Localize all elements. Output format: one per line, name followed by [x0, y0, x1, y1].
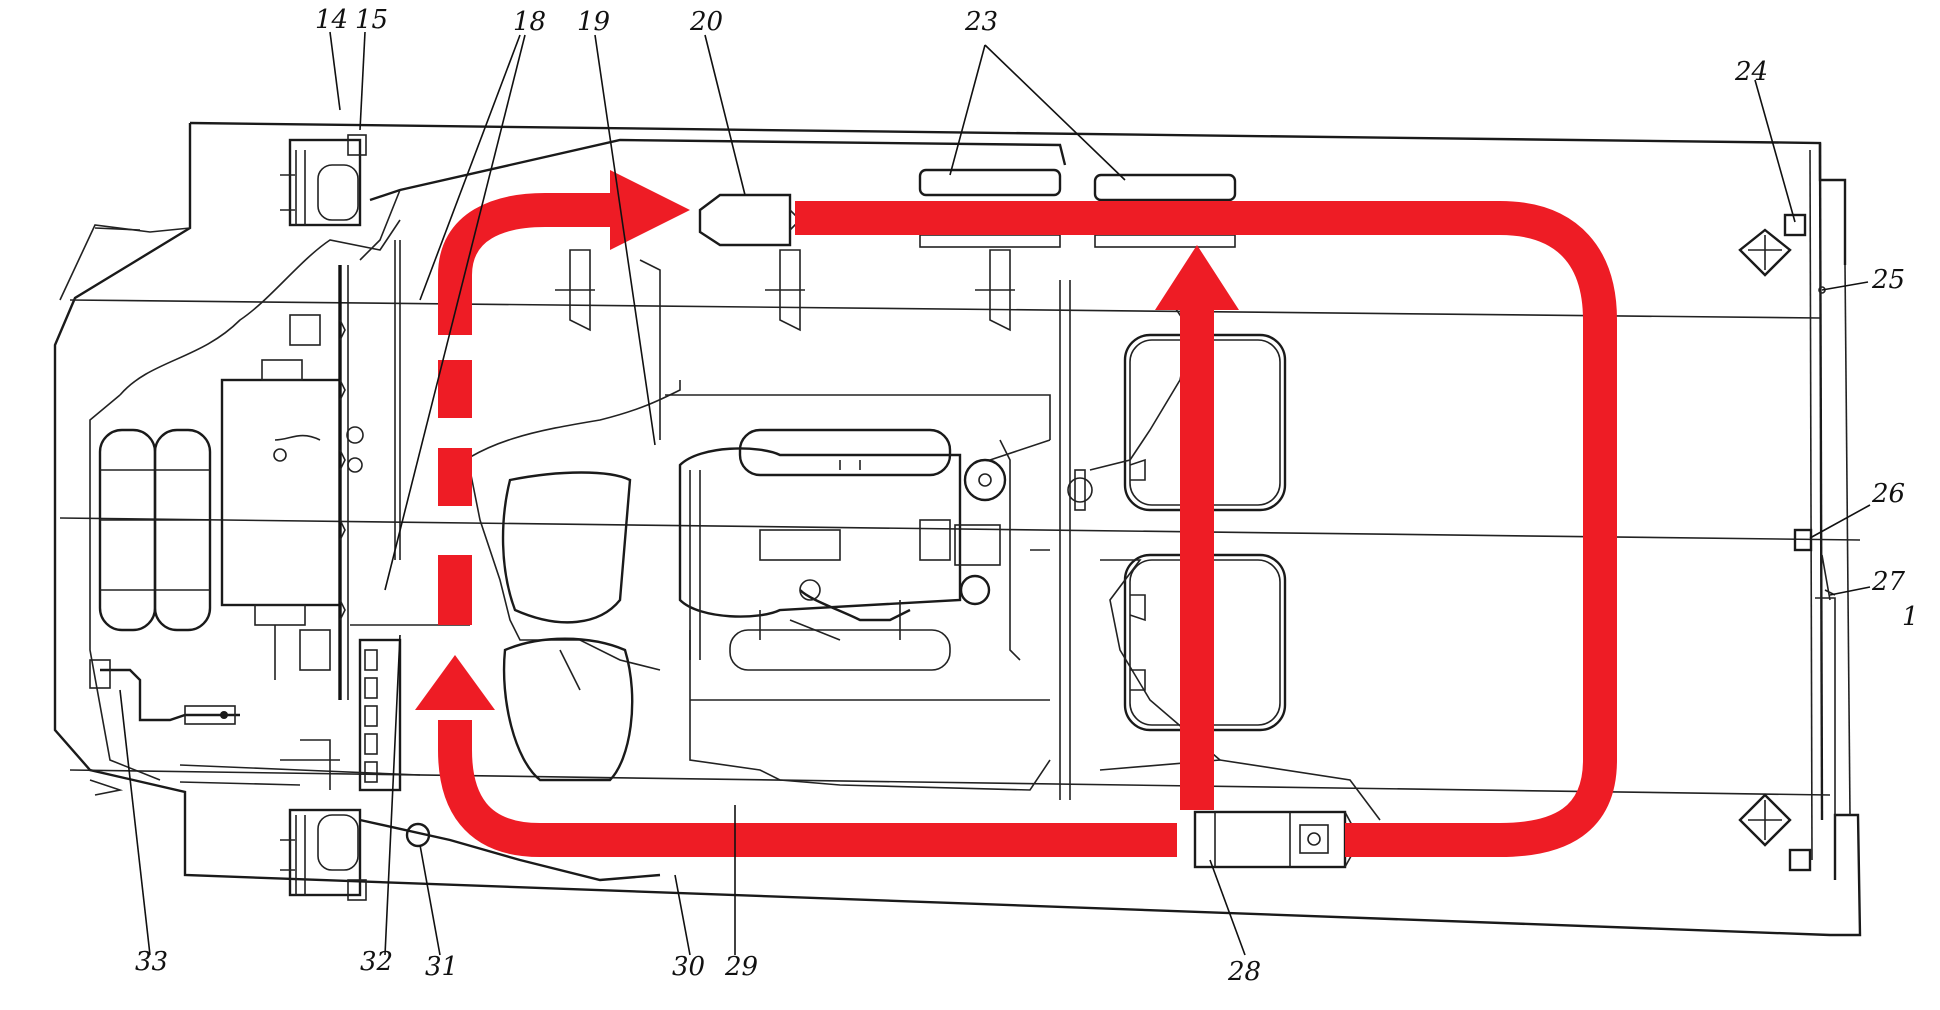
label-31: 31	[425, 952, 458, 982]
flow-dash-1	[438, 360, 472, 418]
label-24: 24	[1734, 57, 1768, 87]
label-20: 20	[689, 7, 723, 37]
front-compartment	[89, 219, 470, 792]
label-26: 26	[1871, 479, 1905, 509]
front-unit-box	[220, 314, 364, 680]
flow-dash-2	[438, 448, 472, 506]
flow-arrowhead-center	[1155, 245, 1239, 310]
flow-arrowhead-up-left	[415, 655, 495, 710]
label-corner-1: 1	[1902, 602, 1919, 632]
label-18: 18	[513, 7, 546, 37]
label-15: 15	[355, 5, 388, 35]
label-32: 32	[360, 947, 393, 977]
suspension-bottom-left	[280, 808, 431, 901]
hull-outline	[53, 121, 1862, 937]
flow-circuit	[415, 170, 1617, 857]
top-shaft-assembly	[698, 168, 1237, 248]
label-25: 25	[1871, 265, 1905, 295]
leader-lines	[119, 31, 1871, 956]
part-labels: 14 15 18 19 20 23 24 25 26 27 1 28 29 30…	[135, 5, 1919, 987]
engine-area	[439, 249, 1093, 800]
label-27: 27	[1871, 567, 1906, 597]
flow-arrowhead-to-20	[610, 170, 690, 250]
switch-panel	[358, 638, 402, 792]
flow-dash-3	[438, 555, 472, 625]
label-30: 30	[672, 952, 705, 982]
seat	[501, 471, 634, 782]
engine-block	[678, 428, 1051, 671]
air-cylinder-left	[98, 428, 157, 632]
air-cylinder-right	[153, 428, 212, 632]
flow-top-run	[795, 201, 1617, 857]
flow-bottom-return	[438, 720, 1177, 857]
label-28: 28	[1227, 957, 1261, 987]
label-33: 33	[135, 947, 168, 977]
label-14: 14	[315, 5, 348, 35]
suspension-top-left	[280, 134, 367, 227]
flow-upper-left-arc	[438, 193, 620, 335]
label-19: 19	[577, 7, 610, 37]
label-23: 23	[964, 7, 998, 37]
label-29: 29	[724, 952, 758, 982]
